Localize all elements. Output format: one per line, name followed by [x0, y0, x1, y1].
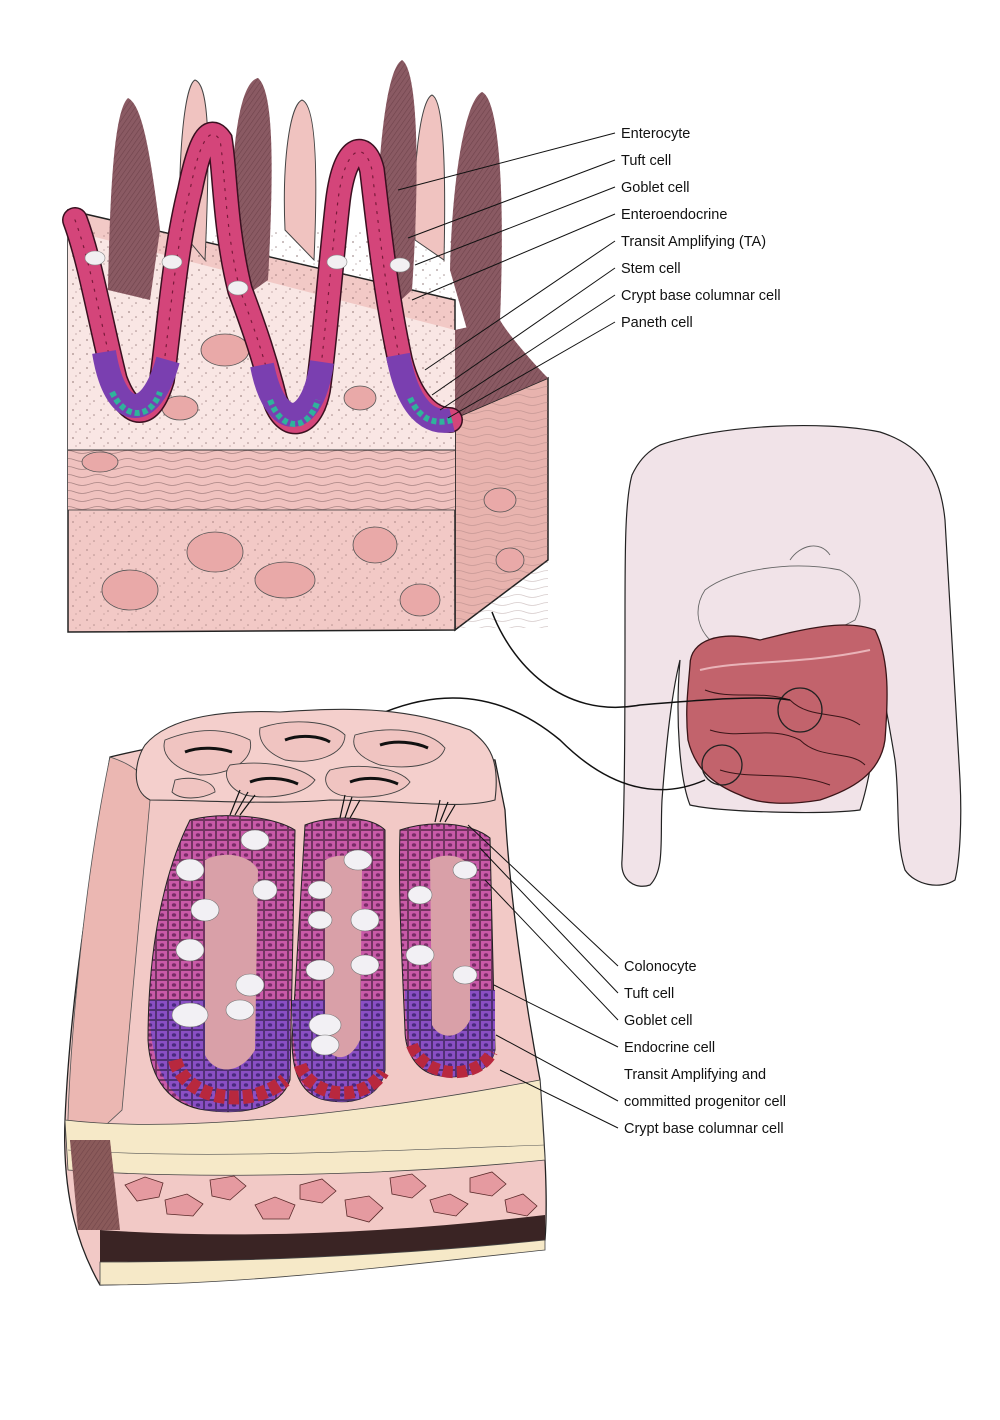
- label-enteroendocrine: Enteroendocrine: [621, 207, 728, 223]
- label-stem-cell: Stem cell: [621, 261, 681, 277]
- colon-goblet-cells: [171, 829, 478, 1056]
- label-transit-amplifying-colon: Transit Amplifying and: [624, 1067, 767, 1083]
- colon-crypt-block: [64, 708, 547, 1286]
- colon-submucosa-cobbles: [124, 1171, 538, 1223]
- small-intestine-leader-lines: [397, 132, 616, 419]
- label-crypt-base-columnar-colon: Crypt base columnar cell: [624, 1121, 784, 1137]
- connector-line-colon: [384, 697, 706, 791]
- label-endocrine-cell: Endocrine cell: [624, 1040, 716, 1056]
- label-colonocyte: Colonocyte: [624, 959, 697, 975]
- label-transit-amplifying-si: Transit Amplifying (TA): [621, 234, 767, 250]
- label-paneth-cell: Paneth cell: [621, 315, 693, 331]
- small-intestine-villi-block: [62, 60, 549, 633]
- label-goblet-cell-colon: Goblet cell: [624, 1013, 693, 1029]
- colon-leader-lines: [467, 824, 619, 1129]
- label-enterocyte: Enterocyte: [621, 126, 691, 142]
- label-tuft-cell-si: Tuft cell: [621, 153, 672, 169]
- label-crypt-base-columnar-si: Crypt base columnar cell: [621, 288, 781, 304]
- label-committed-progenitor: committed progenitor cell: [624, 1094, 786, 1110]
- label-goblet-cell-si: Goblet cell: [621, 180, 690, 196]
- connector-line-small-intestine: [491, 611, 791, 708]
- human-torso-with-intestines: [621, 424, 962, 887]
- label-tuft-cell-colon: Tuft cell: [624, 986, 675, 1002]
